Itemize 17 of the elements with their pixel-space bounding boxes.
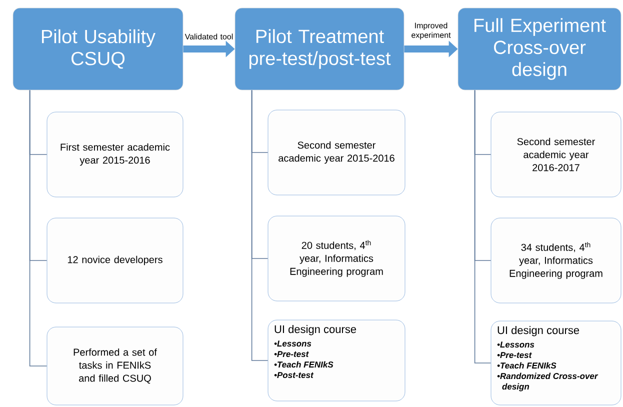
- info-box: First semester academic year 2015-2016: [46, 112, 184, 198]
- stage-box: Pilot Treatment pre-test/post-test: [234, 8, 404, 90]
- list-box: UI design course •Lessons •Pre-test •Teach FENIkS •Randomized Cross-over design: [490, 320, 622, 406]
- connector-line: [251, 90, 268, 361]
- stage-box: Pilot Usability CSUQ: [12, 8, 184, 90]
- list-box: UI design course •Lessons •Pre-test •Teach FENIkS •Post-test: [268, 320, 406, 402]
- info-box: Second semester academic year 2015-2016: [268, 110, 406, 196]
- info-box: 34 students, 4$^{th}$ year, Informatics Engineering program: [490, 218, 622, 304]
- info-box: Second semester academic year 2016-2017: [490, 112, 622, 198]
- info-box: 12 novice developers: [46, 218, 184, 304]
- connector-line: [29, 90, 48, 366]
- info-box: 20 students, 4$^{th}$ year, Informatics Engineering program: [268, 216, 406, 302]
- connector-line: [474, 90, 492, 364]
- edge-label: Validated tool: [184, 34, 233, 40]
- stage-box: Full Experiment Cross-over design: [458, 8, 622, 90]
- info-box: Performed a set of tasks in FENIkS and filled CSUQ: [46, 326, 184, 406]
- edge-label: Improved experiment: [412, 22, 451, 40]
